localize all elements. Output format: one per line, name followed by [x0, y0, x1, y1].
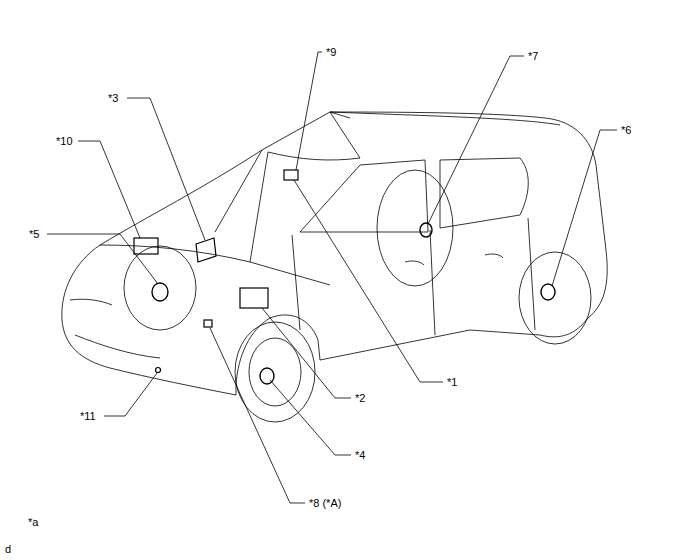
bumper-lines [70, 299, 160, 358]
callout-number: *7 [528, 50, 538, 63]
rear-window [440, 158, 528, 228]
roof-line [330, 112, 560, 125]
leader-line [262, 308, 351, 398]
callout-number: *1 [447, 376, 457, 389]
leader-line [270, 380, 351, 455]
leader-line [127, 98, 205, 240]
leader-line [296, 52, 322, 170]
leader-line [104, 373, 157, 416]
callout-number: *11 [80, 410, 96, 423]
callout-number: *3 [108, 92, 118, 105]
callout-number: *a [28, 516, 38, 529]
speed-sensor [541, 284, 555, 300]
leader-line [210, 328, 305, 503]
ecu [196, 238, 216, 262]
connector [156, 368, 161, 373]
callout-number: *6 [621, 124, 631, 137]
rear-left-wheel [519, 252, 591, 344]
leader-lines [47, 52, 617, 503]
connector [204, 320, 212, 327]
leader-line [47, 234, 158, 284]
callout-number: d [5, 543, 11, 556]
callout-number: *9 [326, 46, 336, 59]
actuator [240, 288, 268, 308]
front-left-wheel [124, 246, 196, 330]
speed-sensor [420, 223, 432, 237]
front-right-wheel [235, 322, 315, 422]
speed-sensor [152, 283, 168, 301]
callout-number: *2 [355, 392, 365, 405]
leader-line [294, 180, 443, 382]
body-outline [62, 112, 607, 395]
sensor [284, 170, 298, 180]
callout-number: *5 [29, 228, 39, 241]
leader-line [78, 141, 140, 238]
callout-number: *4 [355, 449, 365, 462]
component [134, 238, 158, 254]
callout-number: *10 [56, 135, 73, 148]
leader-line [552, 130, 617, 286]
callout-number: *8 (*A) [309, 497, 341, 510]
windshield [215, 112, 360, 232]
rear-right-wheel [377, 170, 453, 286]
a-pillar [250, 152, 268, 262]
door-handles [405, 254, 503, 265]
front-right-rim [249, 338, 301, 406]
leader-line [428, 56, 524, 224]
